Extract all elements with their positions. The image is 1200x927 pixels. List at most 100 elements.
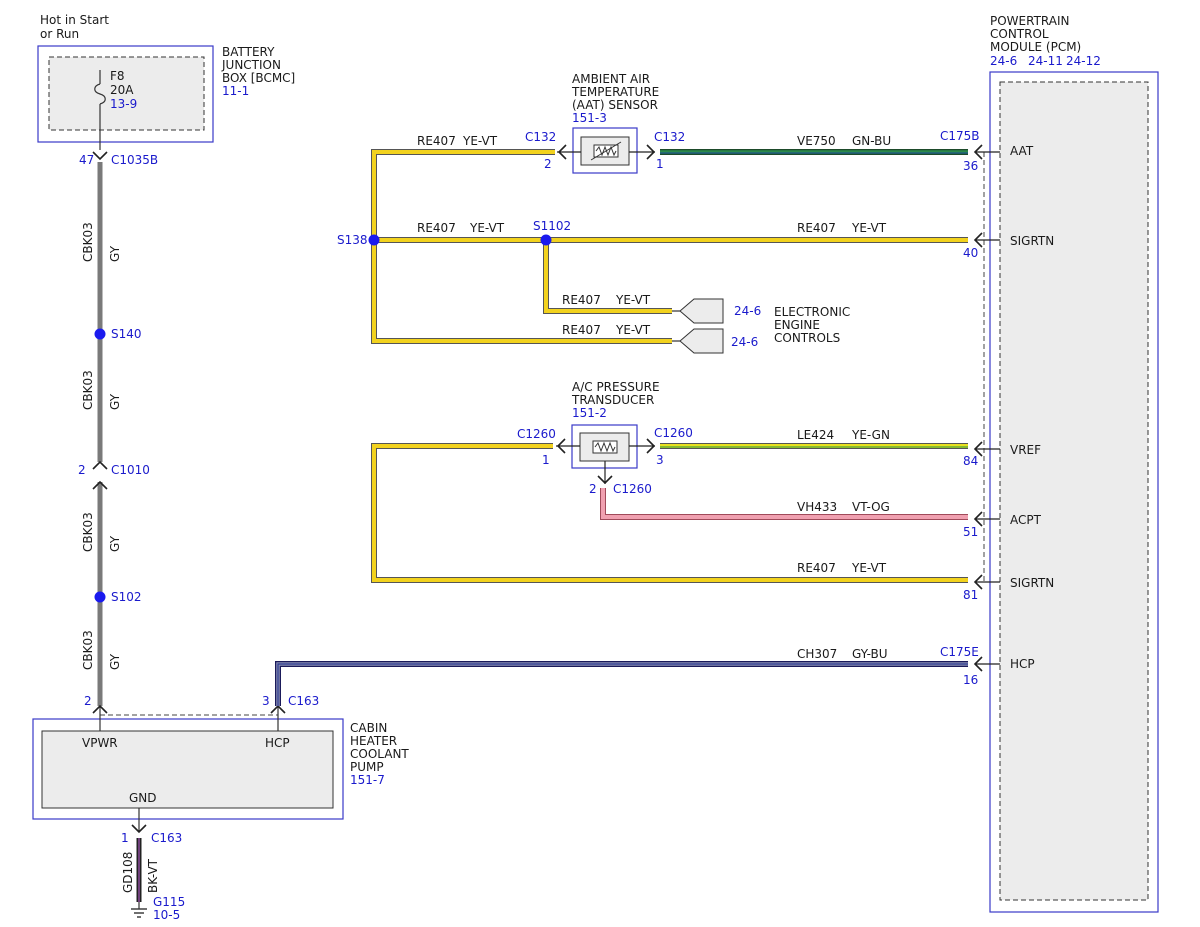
pump-title-4: PUMP (350, 760, 384, 774)
connector-c175e[interactable]: C175E (940, 645, 979, 659)
connector-c1035b[interactable]: C1035B (111, 153, 158, 167)
wire-label-ye-vt: YE-VT (469, 221, 505, 235)
eec-ref-1[interactable]: 24-6 (734, 304, 761, 318)
splice-s138[interactable] (368, 234, 380, 246)
wire-label-gy-bu: GY-BU (852, 647, 888, 661)
pump-hcp-label: HCP (265, 736, 290, 750)
eec-ref-2[interactable]: 24-6 (731, 335, 758, 349)
aat-pin-left: 2 (544, 157, 552, 171)
ground-symbol-icon (131, 902, 147, 918)
pcm-pin-label-acpt: ACPT (1010, 513, 1042, 527)
fuse-ref[interactable]: 13-9 (110, 97, 137, 111)
connector-c163-gnd-arrow (131, 808, 147, 834)
wire-le424 (660, 443, 968, 449)
wire-label-vh433: VH433 (797, 500, 837, 514)
splice-s1102-label: S1102 (533, 219, 571, 233)
pump-ref[interactable]: 151-7 (350, 773, 385, 787)
wire-label-re407: RE407 (797, 561, 836, 575)
wire-label-re407: RE407 (797, 221, 836, 235)
acp-title-1: A/C PRESSURE (572, 380, 660, 394)
battery-junction-box[interactable] (37, 45, 214, 143)
wire-label-ye-vt: YE-VT (462, 134, 498, 148)
connector-c163-gnd[interactable]: C163 (151, 831, 182, 845)
wire-label-vt-og: VT-OG (852, 500, 890, 514)
bjb-ref[interactable]: 11-1 (222, 84, 249, 98)
wire-label-cbk03: CBK03 (81, 222, 95, 262)
pump-title-2: HEATER (350, 734, 397, 748)
acp-conn-left[interactable]: C1260 (517, 427, 556, 441)
aat-title-3: (AAT) SENSOR (572, 98, 658, 112)
acp-conn-right[interactable]: C1260 (654, 426, 693, 440)
wire-label-re407: RE407 (562, 323, 601, 337)
connector-c1010-arrows (92, 460, 108, 490)
wire-label-ve750: VE750 (797, 134, 836, 148)
pump-title-3: COOLANT (350, 747, 409, 761)
connector-c1035b-arrow (92, 151, 108, 161)
pcm-ref-3[interactable]: 24-12 (1066, 54, 1101, 68)
pcm-pin-label-hcp: HCP (1010, 657, 1035, 671)
pcm-pin-number-acpt: 51 (963, 525, 978, 539)
pcm-ref-2[interactable]: 24-11 (1028, 54, 1063, 68)
eec-title-2: ENGINE (774, 318, 820, 332)
top-note-line2: or Run (40, 27, 79, 41)
connector-c163-hcp[interactable]: C163 (288, 694, 319, 708)
wire-label-ye-vt: YE-VT (615, 293, 651, 307)
aat-pin-right: 1 (656, 157, 664, 171)
splice-s102[interactable] (94, 591, 106, 603)
connector-c1010[interactable]: C1010 (111, 463, 150, 477)
cabin-heater-coolant-pump[interactable] (32, 718, 344, 820)
splice-s140-label: S140 (111, 327, 142, 341)
fuse-name: F8 (110, 69, 125, 83)
pump-title-1: CABIN (350, 721, 387, 735)
pump-vpwr-pin: 2 (84, 694, 92, 708)
wire-label-gy: GY (108, 393, 122, 410)
wire-re407-lower-loop (371, 443, 968, 583)
wire-label-bk-vt: BK-VT (146, 858, 160, 893)
off-page-connector-eec-1[interactable] (672, 298, 724, 324)
aat-ref[interactable]: 151-3 (572, 111, 607, 125)
top-note-line1: Hot in Start (40, 13, 109, 27)
acp-ref[interactable]: 151-2 (572, 406, 607, 420)
wire-ch307 (275, 661, 968, 706)
fuse-amps: 20A (110, 83, 134, 97)
connector-pump-vpwr-arrow (92, 704, 108, 731)
connector-c1035b-pin: 47 (79, 153, 94, 167)
wire-re407-upper-harness (371, 149, 968, 344)
splice-s140[interactable] (94, 328, 106, 340)
wire-label-re407: RE407 (417, 134, 456, 148)
aat-conn-right[interactable]: C132 (654, 130, 685, 144)
wire-label-gd108: GD108 (121, 852, 135, 893)
splice-s102-label: S102 (111, 590, 142, 604)
wire-label-gy: GY (108, 535, 122, 552)
wire-label-cbk03: CBK03 (81, 370, 95, 410)
wire-label-gy: GY (108, 245, 122, 262)
gnd-pin: 1 (121, 831, 129, 845)
pcm-title-1: POWERTRAIN (990, 14, 1070, 28)
pcm-pin-label-aat: AAT (1010, 144, 1034, 158)
off-page-connector-eec-2[interactable] (672, 328, 724, 354)
aat-conn-left[interactable]: C132 (525, 130, 556, 144)
powertrain-control-module[interactable] (989, 71, 1159, 913)
ground-name[interactable]: G115 (153, 895, 185, 909)
thermistor-icon (590, 141, 622, 161)
wire-ve750 (660, 149, 968, 155)
pump-hcp-pin: 3 (262, 694, 270, 708)
aat-title-1: AMBIENT AIR (572, 72, 650, 86)
pcm-pin-number-sigrtn: 81 (963, 588, 978, 602)
wire-label-ye-vt: YE-VT (851, 561, 887, 575)
connector-c175b[interactable]: C175B (940, 129, 980, 143)
splice-s1102[interactable] (540, 234, 552, 246)
splice-s138-label: S138 (337, 233, 368, 247)
wire-label-gn-bu: GN-BU (852, 134, 891, 148)
fuse-f8 (94, 70, 106, 150)
ground-ref[interactable]: 10-5 (153, 908, 180, 922)
pump-vpwr-label: VPWR (82, 736, 118, 750)
wire-label-le424: LE424 (797, 428, 834, 442)
wire-label-cbk03: CBK03 (81, 512, 95, 552)
eec-title-3: CONTROLS (774, 331, 840, 345)
pcm-ref-1[interactable]: 24-6 (990, 54, 1017, 68)
pcm-pin-label-sigrtn: SIGRTN (1010, 234, 1054, 248)
bjb-title-2: JUNCTION (221, 58, 281, 72)
acp-conn-bottom[interactable]: C1260 (613, 482, 652, 496)
